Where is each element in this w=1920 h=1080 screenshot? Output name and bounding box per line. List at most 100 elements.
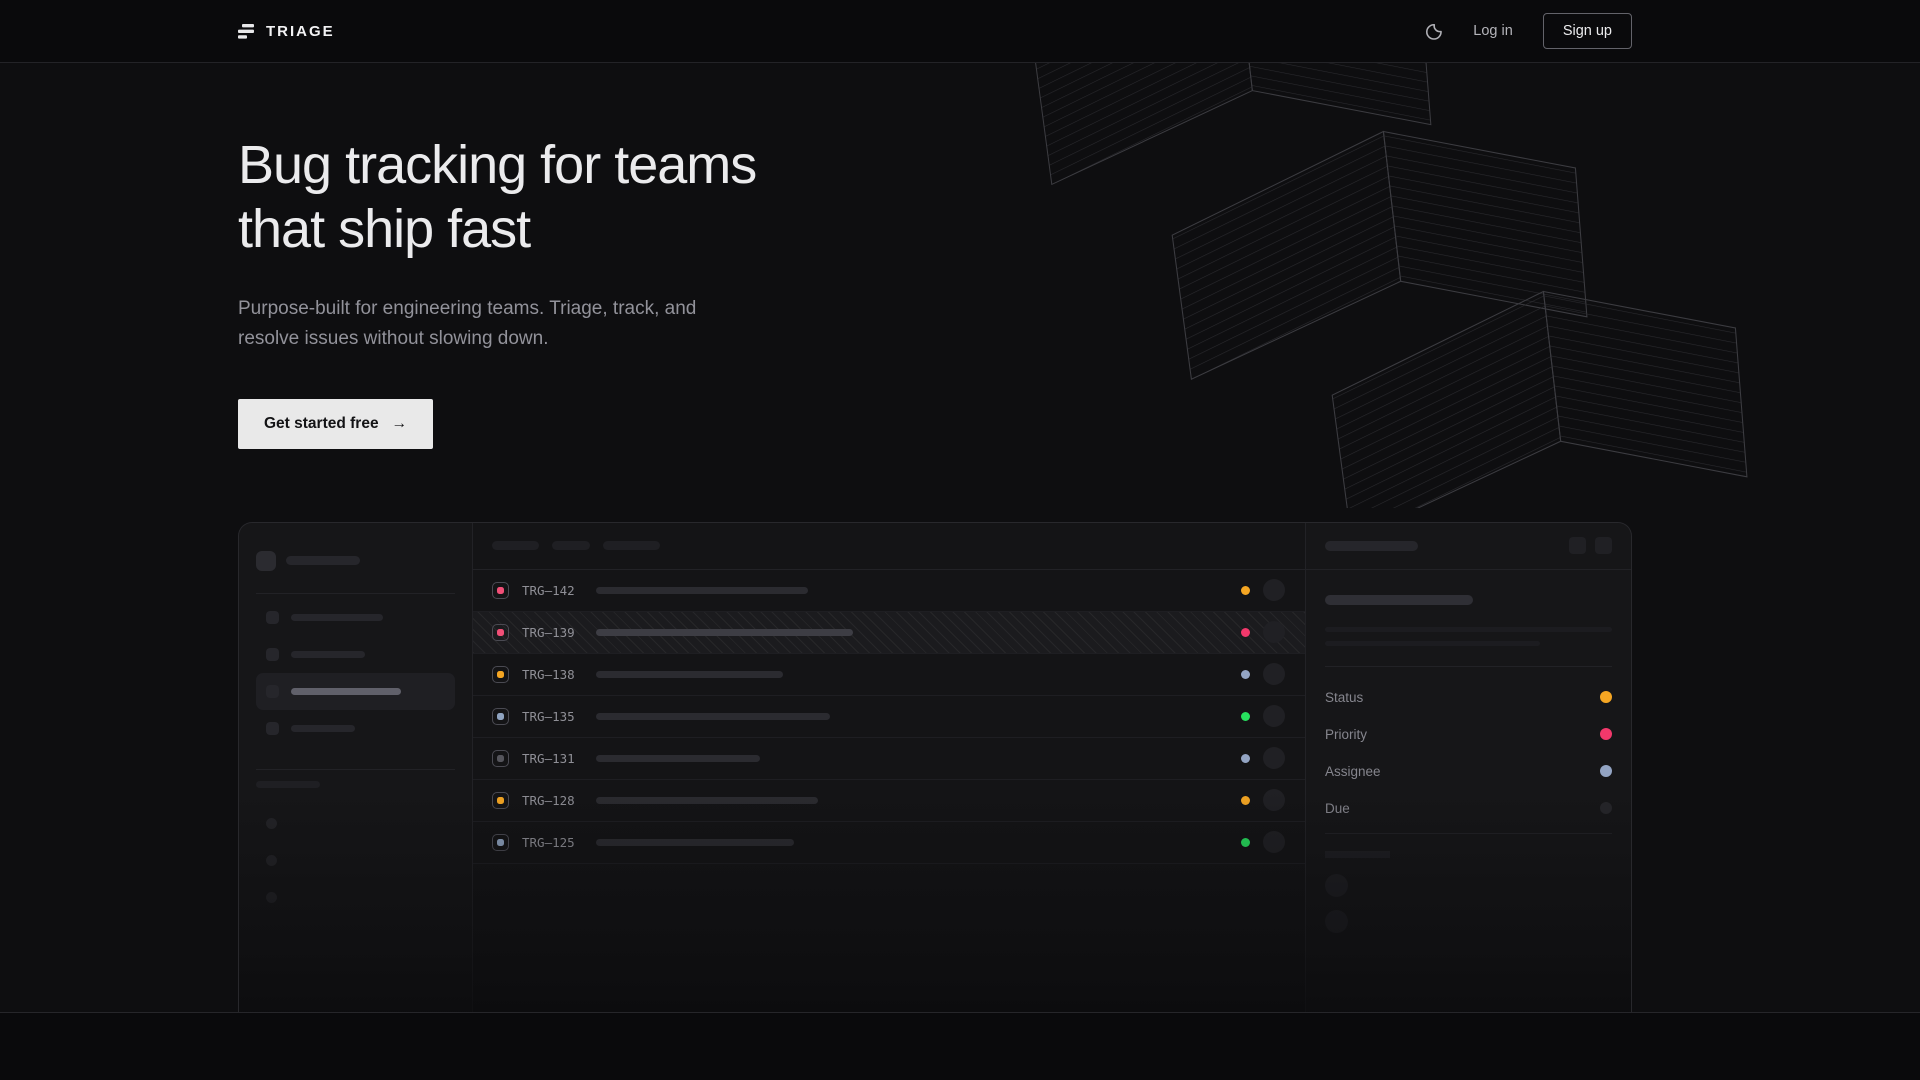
assignee-avatar <box>1263 621 1285 643</box>
detail-panel: Status Priority Assignee Due <box>1305 522 1631 1013</box>
sidebar-dot-skeleton <box>266 854 277 866</box>
assignee-avatar <box>1263 705 1285 727</box>
panel-title-skeleton <box>1325 540 1418 551</box>
issue-id: TRG–131 <box>522 750 575 766</box>
sidebar-item-icon <box>266 721 279 735</box>
assignee-avatar <box>1263 579 1285 601</box>
issue-title-skeleton <box>1325 594 1473 605</box>
sidebar-item-label-skeleton <box>291 650 365 658</box>
status-dot <box>1241 669 1250 679</box>
field-priority[interactable]: Priority <box>1325 716 1612 753</box>
issue-id: TRG–128 <box>522 792 575 808</box>
filter-skeleton <box>492 541 539 550</box>
sidebar-item-label-skeleton <box>291 687 401 695</box>
hero-section: Bug tracking for teams that ship fast Pu… <box>238 133 1632 449</box>
panel-action-button[interactable] <box>1569 537 1586 554</box>
sidebar-item-icon <box>266 647 279 661</box>
issue-row[interactable]: TRG–135 <box>473 696 1305 738</box>
detail-panel-header <box>1306 523 1631 570</box>
sidebar-item-label-skeleton <box>291 613 383 621</box>
get-started-button[interactable]: Get started free → <box>238 398 434 449</box>
sidebar-section-skeleton <box>256 780 320 788</box>
sidebar-item-icon <box>266 684 279 698</box>
workspace-switcher[interactable] <box>256 550 455 571</box>
theme-toggle-button[interactable] <box>1424 22 1443 41</box>
issue-row[interactable]: TRG–138 <box>473 654 1305 696</box>
brand-logo[interactable]: TRIAGE <box>238 23 335 40</box>
field-due[interactable]: Due <box>1325 790 1612 827</box>
issue-row[interactable]: TRG–125 <box>473 822 1305 864</box>
sidebar-item-label-skeleton <box>291 724 355 732</box>
assignee-avatar <box>1263 789 1285 811</box>
app-mockup-window: TRG–142 TRG–139 TRG–138 TRG–135 <box>238 521 1632 1013</box>
assignee-avatar <box>1263 747 1285 769</box>
sidebar-item-2[interactable] <box>256 636 455 673</box>
issue-type-icon <box>492 581 509 599</box>
arrow-right-icon: → <box>391 414 408 432</box>
activity-avatar <box>1325 909 1348 933</box>
sidebar-item-1[interactable] <box>256 599 455 636</box>
assignee-avatar <box>1263 663 1285 685</box>
due-value-dot <box>1600 802 1612 814</box>
status-dot <box>1241 627 1250 637</box>
issue-type-icon <box>492 623 509 641</box>
issue-title-skeleton <box>596 754 760 762</box>
status-dot <box>1241 585 1250 595</box>
sidebar-dot-skeleton <box>266 891 277 903</box>
issue-id: TRG–125 <box>522 834 575 850</box>
issue-row[interactable]: TRG–128 <box>473 780 1305 822</box>
activity-avatar <box>1325 873 1348 897</box>
filter-skeleton <box>603 541 660 550</box>
issue-row[interactable]: TRG–131 <box>473 738 1305 780</box>
footer <box>0 1012 1920 1080</box>
mockup-sidebar <box>239 522 473 1013</box>
hero-subtitle: Purpose-built for engineering teams. Tri… <box>238 297 697 349</box>
issue-type-icon <box>492 707 509 725</box>
panel-action-button[interactable] <box>1595 537 1612 554</box>
priority-value-dot <box>1600 728 1612 740</box>
issue-list-header <box>473 523 1305 570</box>
issue-id: TRG–142 <box>522 582 575 598</box>
sidebar-divider <box>256 768 455 770</box>
status-dot <box>1241 837 1250 847</box>
sidebar-dot-skeleton <box>266 817 277 829</box>
workspace-name-skeleton <box>286 556 360 565</box>
sidebar-item-3-active[interactable] <box>256 672 455 710</box>
panel-divider <box>1325 665 1612 667</box>
issue-type-icon <box>492 833 509 851</box>
issue-description-skeleton <box>1325 640 1540 646</box>
assignee-avatar <box>1263 831 1285 853</box>
issue-title-skeleton <box>596 838 794 846</box>
navbar: TRIAGE Log in Sign up <box>0 0 1920 63</box>
hero-heading-line1: Bug tracking for teams <box>238 135 757 195</box>
issue-list: TRG–142 TRG–139 TRG–138 TRG–135 <box>473 522 1305 1013</box>
sidebar-item-icon <box>266 610 279 624</box>
issue-id: TRG–135 <box>522 708 575 724</box>
get-started-label: Get started free <box>264 414 379 432</box>
issue-row[interactable]: TRG–142 <box>473 570 1305 612</box>
status-dot <box>1241 795 1250 805</box>
issue-title-skeleton <box>596 586 808 594</box>
issue-type-icon <box>492 791 509 809</box>
hero-heading: Bug tracking for teams that ship fast <box>238 133 1632 262</box>
sidebar-item-4[interactable] <box>256 710 455 747</box>
field-status[interactable]: Status <box>1325 679 1612 716</box>
brand-name: TRIAGE <box>266 22 335 40</box>
signup-button[interactable]: Sign up <box>1542 13 1632 49</box>
workspace-avatar <box>256 550 276 571</box>
issue-title-skeleton <box>596 712 830 720</box>
status-dot <box>1241 753 1250 763</box>
issue-type-icon <box>492 665 509 683</box>
activity-section-skeleton <box>1325 850 1390 858</box>
moon-icon <box>1426 23 1443 40</box>
issue-id: TRG–138 <box>522 666 575 682</box>
field-assignee[interactable]: Assignee <box>1325 753 1612 790</box>
issue-row-selected[interactable]: TRG–139 <box>473 611 1305 654</box>
issue-title-skeleton <box>596 796 818 804</box>
filter-skeleton <box>552 541 590 550</box>
issue-title-skeleton <box>596 628 853 636</box>
assignee-value-dot <box>1600 765 1612 777</box>
panel-divider <box>1325 832 1612 834</box>
login-link[interactable]: Log in <box>1473 23 1513 39</box>
issue-description-skeleton <box>1325 626 1612 632</box>
